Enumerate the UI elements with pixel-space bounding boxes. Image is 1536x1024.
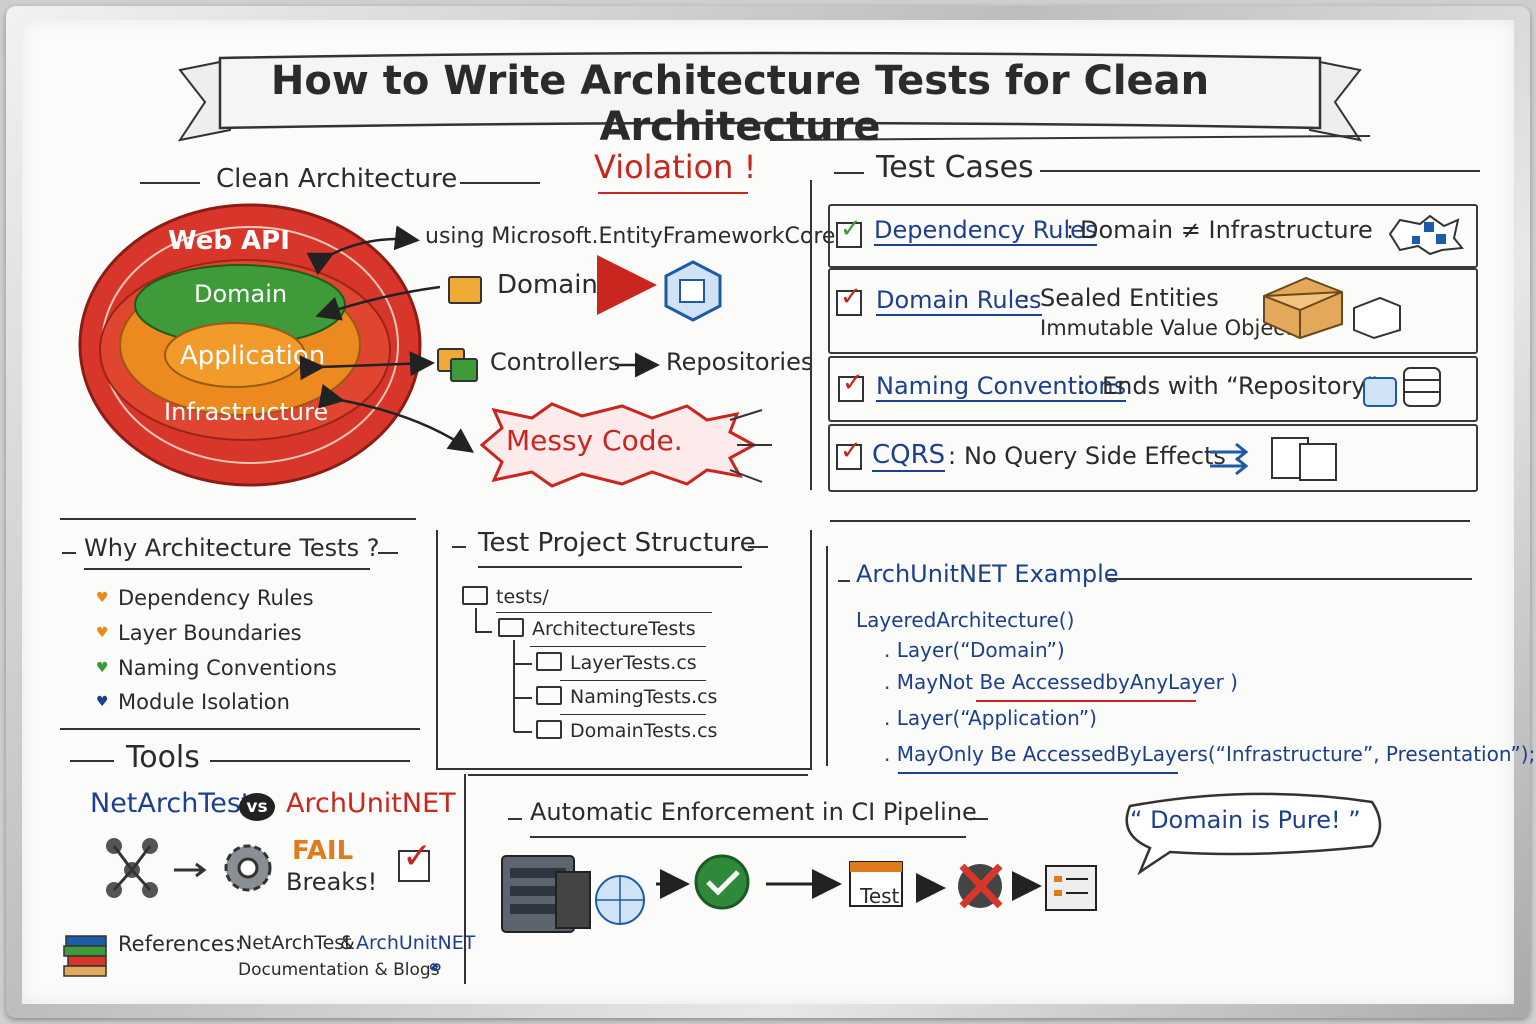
- reference-netarchtest: NetArchTest: [238, 932, 352, 954]
- cube-icon: [664, 260, 722, 322]
- tree-file[interactable]: DomainTests.cs: [536, 720, 717, 742]
- tools-flow-graphic: [106, 838, 272, 898]
- test-case-sep: :: [948, 442, 957, 470]
- why-item: Dependency Rules: [118, 586, 314, 610]
- code-line: LayeredArchitecture(): [856, 608, 1075, 632]
- layer-domain: Domain: [194, 280, 288, 308]
- messy-code-burst: [479, 402, 772, 488]
- tree-file[interactable]: NamingTests.cs: [536, 686, 717, 708]
- test-case-row: [828, 204, 1478, 268]
- test-case-row: [828, 424, 1478, 492]
- folder-icon: [448, 276, 482, 304]
- database-icon: [1363, 367, 1441, 407]
- folder-icon: [450, 358, 478, 382]
- layer-web-api: Web API: [168, 226, 290, 256]
- test-case-desc: Sealed Entities: [1040, 284, 1219, 312]
- network-icon: [1388, 214, 1464, 256]
- domain-label: Domain: [497, 270, 598, 300]
- why-item: Module Isolation: [118, 690, 290, 714]
- references-label: References:: [118, 932, 242, 956]
- test-case-sep: :: [1066, 216, 1075, 244]
- bullet-icon: ♥: [96, 625, 109, 641]
- pipeline-flow: [501, 854, 1097, 933]
- test-case-row: [828, 268, 1478, 354]
- reference-archunitnet: ArchUnitNET: [356, 932, 476, 954]
- tool-archunitnet: ArchUnitNET: [286, 788, 456, 819]
- archunit-heading-a: ArchUnitNET Example: [856, 560, 1119, 588]
- folder-icon: [498, 618, 524, 637]
- bullet-icon: ♥: [96, 694, 109, 710]
- file-icon: [536, 720, 562, 739]
- violation-arrows: [299, 225, 660, 453]
- speech-bubble: [1125, 792, 1382, 876]
- using-statement: using Microsoft.EntityFrameworkCore.;: [425, 224, 850, 249]
- test-case-sep: :: [1022, 286, 1031, 314]
- pipeline-heading: Automatic Enforcement in CI Pipeline: [530, 798, 977, 826]
- bullet-icon: ♥: [96, 590, 109, 606]
- repositories-label: Repositories: [666, 348, 814, 376]
- violation-label: Violation !: [594, 148, 757, 186]
- folder-icon: [462, 586, 488, 605]
- fail-label: FAIL: [292, 836, 354, 866]
- why-item: Layer Boundaries: [118, 621, 302, 645]
- tree-folder[interactable]: ArchitectureTests: [498, 618, 696, 640]
- checkbox-checked[interactable]: ✓: [398, 836, 432, 882]
- test-case-desc: Ends with “Repository”: [1102, 372, 1379, 400]
- test-case-name: Domain Rules: [876, 286, 1042, 316]
- messy-code-label: Messy Code.: [506, 424, 683, 457]
- tools-heading: Tools: [126, 740, 200, 775]
- test-case-name: CQRS: [872, 440, 946, 472]
- checkbox-checked[interactable]: ✓: [836, 214, 862, 248]
- link-icon[interactable]: ⚭: [426, 956, 445, 981]
- code-line: . MayOnly Be AccessedByLayers(“Infrastru…: [884, 742, 1536, 766]
- test-case-desc: No Query Side Effects: [964, 442, 1226, 470]
- test-case-desc-2: Immutable Value Objects: [1040, 316, 1304, 340]
- checkbox-checked[interactable]: ✓: [838, 368, 864, 402]
- structure-heading: Test Project Structure: [478, 528, 756, 558]
- code-line: . Layer(“Application”): [884, 706, 1097, 730]
- cqrs-icon: [1210, 437, 1337, 481]
- books-icon: [63, 935, 107, 977]
- code-line: . MayNot Be AccessedbyAnyLayer ): [884, 670, 1238, 694]
- clean-architecture-heading: Clean Architecture: [216, 164, 458, 194]
- test-case-sep: :: [1078, 372, 1087, 400]
- file-icon: [536, 686, 562, 705]
- controllers-label: Controllers: [490, 348, 621, 376]
- code-line: . Layer(“Domain”): [884, 638, 1065, 662]
- vs-badge: vs: [239, 793, 275, 821]
- tree-lines: [475, 608, 532, 733]
- structure-panel: [436, 530, 812, 770]
- package-icon: [1263, 276, 1401, 340]
- page-title: How to Write Architecture Tests for Clea…: [270, 58, 1210, 150]
- tree-folder[interactable]: tests/: [462, 586, 549, 608]
- references-sub: Documentation & Blogs: [238, 960, 440, 980]
- checkbox-checked[interactable]: ✓: [836, 282, 862, 316]
- pipeline-test-label: Test: [860, 884, 900, 908]
- file-icon: [536, 652, 562, 671]
- title-ribbon: [177, 51, 1370, 142]
- bullet-icon: ♥: [96, 660, 109, 676]
- why-item: Naming Conventions: [118, 656, 337, 680]
- tree-file[interactable]: LayerTests.cs: [536, 652, 697, 674]
- test-case-row: [828, 356, 1478, 422]
- checkbox-checked[interactable]: ✓: [836, 436, 862, 470]
- breaks-label: Breaks!: [286, 868, 378, 896]
- test-cases-heading: Test Cases: [876, 150, 1034, 185]
- test-case-name: Naming Conventions: [876, 372, 1127, 402]
- layer-infrastructure: Infrastructure: [164, 398, 329, 426]
- tool-netarchtest: NetArchTest: [90, 788, 252, 819]
- test-case-name: Dependency Rules: [874, 216, 1098, 246]
- reference-amp: &: [340, 932, 355, 954]
- why-heading: Why Architecture Tests ?: [84, 534, 380, 562]
- domain-pure-quote: “ Domain is Pure! ”: [1130, 806, 1361, 834]
- test-case-desc: Domain ≠ Infrastructure: [1080, 216, 1373, 244]
